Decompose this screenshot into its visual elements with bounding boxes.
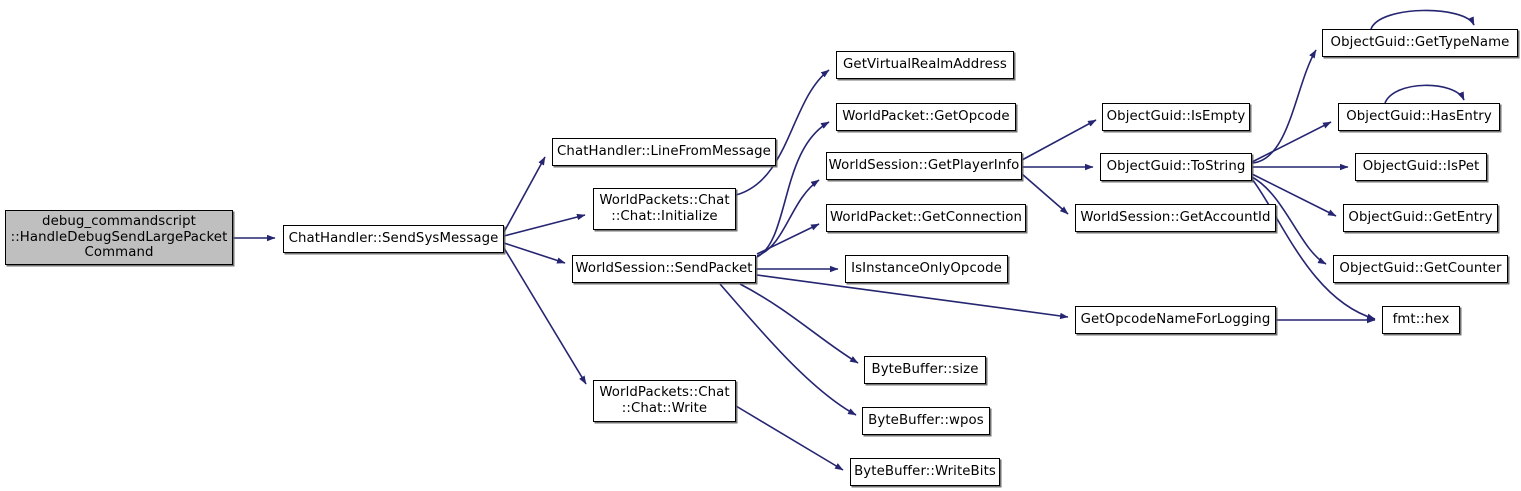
edge-sendsysmessage-to-linefrommessage bbox=[503, 156, 546, 233]
node-isempty[interactable]: ObjectGuid::IsEmpty bbox=[1102, 103, 1250, 131]
edge-tostring-to-fmthex bbox=[1251, 178, 1376, 320]
node-getentry[interactable]: ObjectGuid::GetEntry bbox=[1343, 204, 1498, 232]
edge-gettypename-to-gettypename bbox=[1370, 9, 1475, 30]
node-isinstanceonlyopcode[interactable]: IsInstanceOnlyOpcode bbox=[845, 255, 1008, 283]
node-getplayerinfo[interactable]: WorldSession::GetPlayerInfo bbox=[826, 152, 1022, 180]
node-linefrommessage[interactable]: ChatHandler::LineFromMessage bbox=[552, 138, 776, 166]
edge-getplayerinfo-to-isempty bbox=[1021, 119, 1097, 161]
node-bytebufferwpos[interactable]: ByteBuffer::wpos bbox=[862, 407, 990, 435]
node-hasentry[interactable]: ObjectGuid::HasEntry bbox=[1338, 103, 1500, 131]
node-getopcode[interactable]: WorldPacket::GetOpcode bbox=[836, 103, 1016, 131]
edge-sendsysmessage-to-sendpacket bbox=[503, 242, 566, 264]
node-getvirtualrealmaddress[interactable]: GetVirtualRealmAddress bbox=[836, 51, 1014, 79]
node-chatinitialize[interactable]: WorldPackets::Chat ::Chat::Initialize bbox=[593, 188, 736, 230]
node-bytebufferwritebits[interactable]: ByteBuffer::WriteBits bbox=[850, 458, 1000, 486]
node-root[interactable]: debug_commandscript ::HandleDebugSendLar… bbox=[5, 210, 233, 265]
node-getopcodenameforlogging[interactable]: GetOpcodeNameForLogging bbox=[1075, 306, 1276, 334]
edge-tostring-to-gettypename bbox=[1251, 49, 1317, 164]
node-getconnection[interactable]: WorldPacket::GetConnection bbox=[826, 204, 1026, 232]
edge-chatwrite-to-bytebufferwritebits bbox=[735, 405, 844, 471]
node-chatwrite[interactable]: WorldPackets::Chat ::Chat::Write bbox=[593, 380, 736, 422]
edge-getplayerinfo-to-getaccountid bbox=[1021, 173, 1069, 215]
node-fmthex[interactable]: fmt::hex bbox=[1382, 306, 1460, 334]
node-gettypename[interactable]: ObjectGuid::GetTypeName bbox=[1322, 29, 1518, 57]
edge-tostring-to-hasentry bbox=[1251, 121, 1332, 163]
node-getcounter[interactable]: ObjectGuid::GetCounter bbox=[1333, 255, 1508, 283]
edge-sendpacket-to-bytebuffersize bbox=[739, 283, 859, 364]
edge-sendpacket-to-bytebufferwpos bbox=[719, 283, 857, 416]
edge-hasentry-to-hasentry bbox=[1384, 84, 1465, 104]
edge-sendpacket-to-getplayerinfo bbox=[756, 179, 820, 257]
node-sendpacket[interactable]: WorldSession::SendPacket bbox=[572, 255, 756, 283]
node-bytebuffersize[interactable]: ByteBuffer::size bbox=[864, 356, 986, 384]
node-getaccountid[interactable]: WorldSession::GetAccountId bbox=[1075, 204, 1276, 232]
node-sendsysmessage[interactable]: ChatHandler::SendSysMessage bbox=[283, 225, 504, 253]
edge-chatinitialize-to-getvirtualrealmaddress bbox=[735, 69, 830, 196]
edge-sendpacket-to-getconnection bbox=[756, 223, 820, 255]
edge-sendsysmessage-to-chatinitialize bbox=[503, 213, 586, 237]
node-tostring[interactable]: ObjectGuid::ToString bbox=[1100, 153, 1252, 181]
node-ispet[interactable]: ObjectGuid::IsPet bbox=[1355, 153, 1487, 181]
